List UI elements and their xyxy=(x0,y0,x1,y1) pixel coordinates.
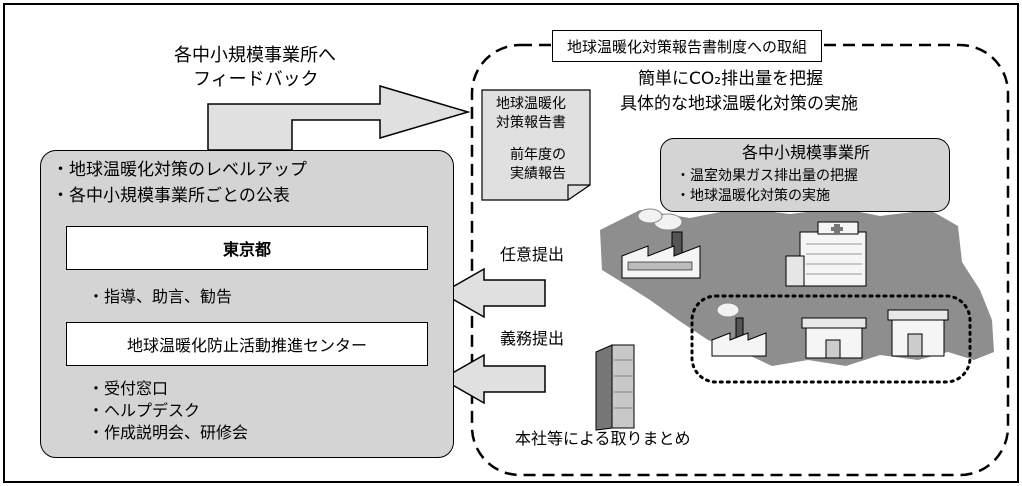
business-title: 各中小規模事業所 xyxy=(742,143,871,162)
left-bullet-1: ・地球温暖化対策のレベルアップ xyxy=(52,160,307,180)
outer-frame xyxy=(3,3,1019,483)
report-doc-line-4: 実績報告 xyxy=(510,166,566,182)
initiative-title: 地球温暖化対策報告書制度への取組 xyxy=(566,37,807,56)
business-item-1: ・温室効果ガス排出量の把握 xyxy=(676,168,858,184)
feedback-arrow xyxy=(207,84,471,151)
shop-icon-2 xyxy=(887,309,949,357)
center-role-2: ・ヘルプデスク xyxy=(88,401,201,420)
center-box: 地球温暖化防止活動推進センター xyxy=(66,322,428,366)
report-doc-line-3: 前年度の xyxy=(510,147,566,163)
small-business-group xyxy=(690,294,972,384)
center-role-1: ・受付窓口 xyxy=(88,379,169,398)
headline-1: 簡単にCO₂排出量を把握 xyxy=(638,69,824,89)
initiative-title-box: 地球温暖化対策報告書制度への取組 xyxy=(552,30,822,62)
left-panel xyxy=(40,150,454,458)
report-doc-line-1: 地球温暖化 xyxy=(496,96,566,112)
headline-2: 具体的な地球温暖化対策の実施 xyxy=(620,94,858,114)
left-bullet-2: ・各中小規模事業所ごとの公表 xyxy=(52,186,290,206)
business-item-2: ・地球温暖化対策の実施 xyxy=(676,188,830,204)
feedback-line-2: フィードバック xyxy=(193,69,319,90)
business-box xyxy=(660,138,950,212)
hq-summary-label: 本社等による取りまとめ xyxy=(515,429,691,448)
mandatory-label: 義務提出 xyxy=(500,329,565,348)
tokyo-role: ・指導、助言、勧告 xyxy=(88,287,233,306)
shop-icon-1 xyxy=(801,317,867,359)
voluntary-label: 任意提出 xyxy=(500,245,565,264)
arrow-guidance xyxy=(440,267,546,319)
report-doc-line-2: 対策報告書 xyxy=(496,115,566,131)
factory-icon-large xyxy=(621,208,701,279)
headquarters-building-icon xyxy=(595,344,635,431)
feedback-line-1: 各中小規模事業所へ xyxy=(174,45,336,66)
arrow-reception xyxy=(440,353,546,405)
center-label: 地球温暖化防止活動推進センター xyxy=(126,336,367,355)
report-document xyxy=(481,89,591,201)
tokyo-box: 東京都 xyxy=(66,226,428,270)
factory-icon-small xyxy=(711,302,767,357)
center-role-3: ・作成説明会、研修会 xyxy=(88,423,249,442)
hospital-icon xyxy=(785,221,867,287)
tokyo-label: 東京都 xyxy=(222,240,271,259)
